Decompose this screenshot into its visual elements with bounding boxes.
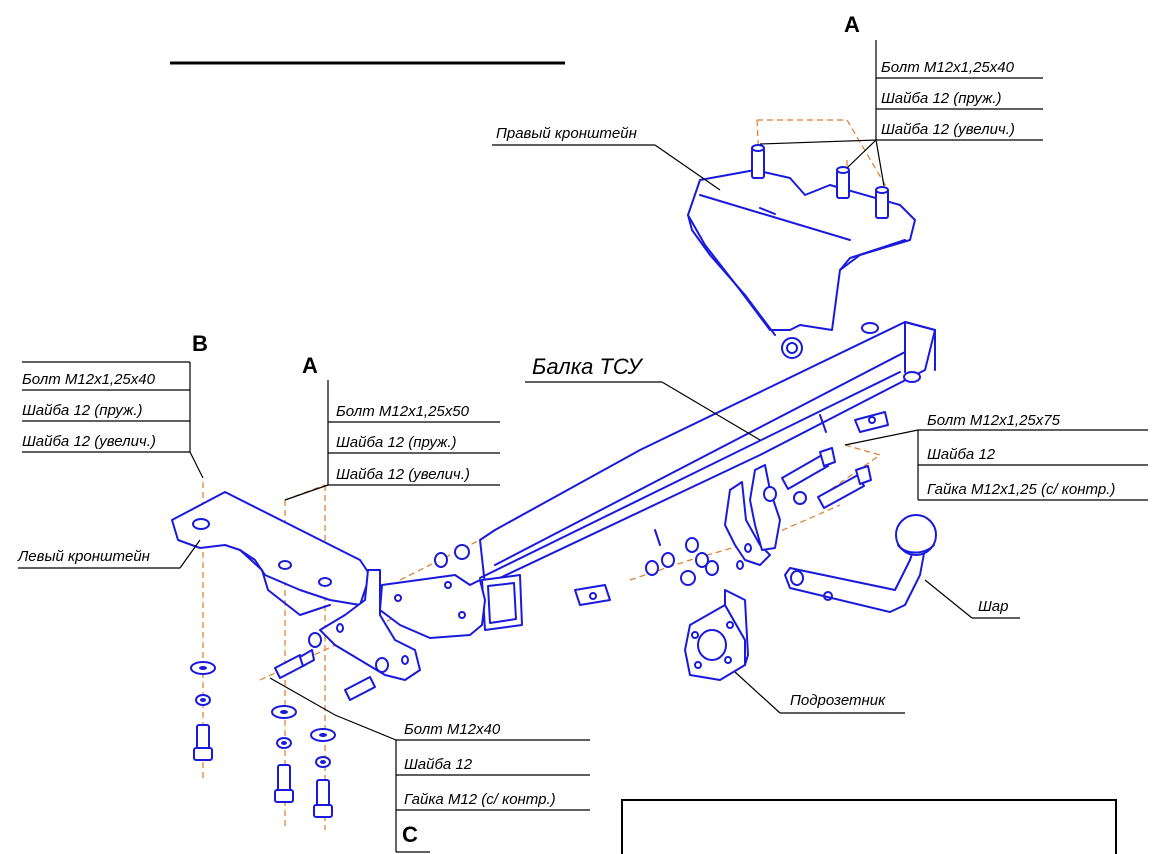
callout-item: Шайба 12 bbox=[404, 756, 473, 773]
callout-c: Болт М12х40 Шайба 12 Гайка М12 (с/ контр… bbox=[269, 677, 590, 853]
hardware-stack-b bbox=[190, 661, 216, 761]
callout-item: Болт М12х40 bbox=[404, 721, 501, 738]
callout-item: Шайба 12 (увелич.) bbox=[22, 433, 156, 450]
callout-letter: B bbox=[192, 331, 208, 356]
callout-letter: A bbox=[302, 353, 318, 378]
callout-a-left: A Болт М12х1,25х50 Шайба 12 (пруж.) Шайб… bbox=[284, 353, 500, 501]
tow-ball bbox=[784, 514, 937, 613]
part-label: Левый кронштейн bbox=[17, 548, 150, 565]
right-bracket bbox=[687, 144, 916, 359]
ball-mount-plate bbox=[645, 447, 872, 586]
callout-item: Шайба 12 (пруж.) bbox=[881, 90, 1002, 107]
label-beam: Балка ТСУ bbox=[525, 354, 761, 441]
callout-a-right: A Болт М12х1,25х40 Шайба 12 (пруж.) Шайб… bbox=[759, 12, 1043, 187]
part-label: Балка ТСУ bbox=[532, 354, 644, 379]
callout-item: Шайба 12 (увелич.) bbox=[881, 121, 1015, 138]
label-socket-plate: Подрозетник bbox=[734, 671, 905, 714]
label-ball: Шар bbox=[924, 579, 1020, 619]
callout-item: Шайба 12 bbox=[927, 446, 996, 463]
callout-item: Болт М12х1,25х40 bbox=[22, 371, 156, 388]
callout-item: Болт М12х1,25х75 bbox=[927, 412, 1061, 429]
title-block-frame bbox=[621, 799, 1117, 854]
callout-letter: A bbox=[844, 12, 860, 37]
part-label: Шар bbox=[978, 598, 1009, 615]
callout-item: Шайба 12 (пруж.) bbox=[22, 402, 143, 419]
callout-item: Шайба 12 (пруж.) bbox=[336, 434, 457, 451]
left-bracket bbox=[171, 491, 486, 681]
towbar-beam bbox=[479, 321, 936, 631]
part-label: Подрозетник bbox=[790, 692, 886, 709]
callout-item: Гайка М12 (с/ контр.) bbox=[404, 791, 556, 808]
callout-item: Болт М12х1,25х40 bbox=[881, 59, 1015, 76]
socket-plate bbox=[684, 589, 749, 681]
callout-item: Шайба 12 (увелич.) bbox=[336, 466, 470, 483]
callout-ball-bolts: Болт М12х1,25х75 Шайба 12 Гайка М12х1,25… bbox=[844, 412, 1148, 501]
callout-item: Болт М12х1,25х50 bbox=[336, 403, 470, 420]
callout-b: B Болт М12х1,25х40 Шайба 12 (пруж.) Шайб… bbox=[22, 331, 208, 479]
label-right-bracket: Правый кронштейн bbox=[492, 125, 721, 191]
label-left-bracket: Левый кронштейн bbox=[17, 539, 201, 569]
part-label: Правый кронштейн bbox=[496, 125, 637, 142]
hardware-c-bolts bbox=[274, 544, 470, 701]
callout-item: Гайка М12х1,25 (с/ контр.) bbox=[927, 481, 1115, 498]
hardware-stack-a-left bbox=[271, 705, 336, 818]
callout-letter: C bbox=[402, 822, 418, 847]
